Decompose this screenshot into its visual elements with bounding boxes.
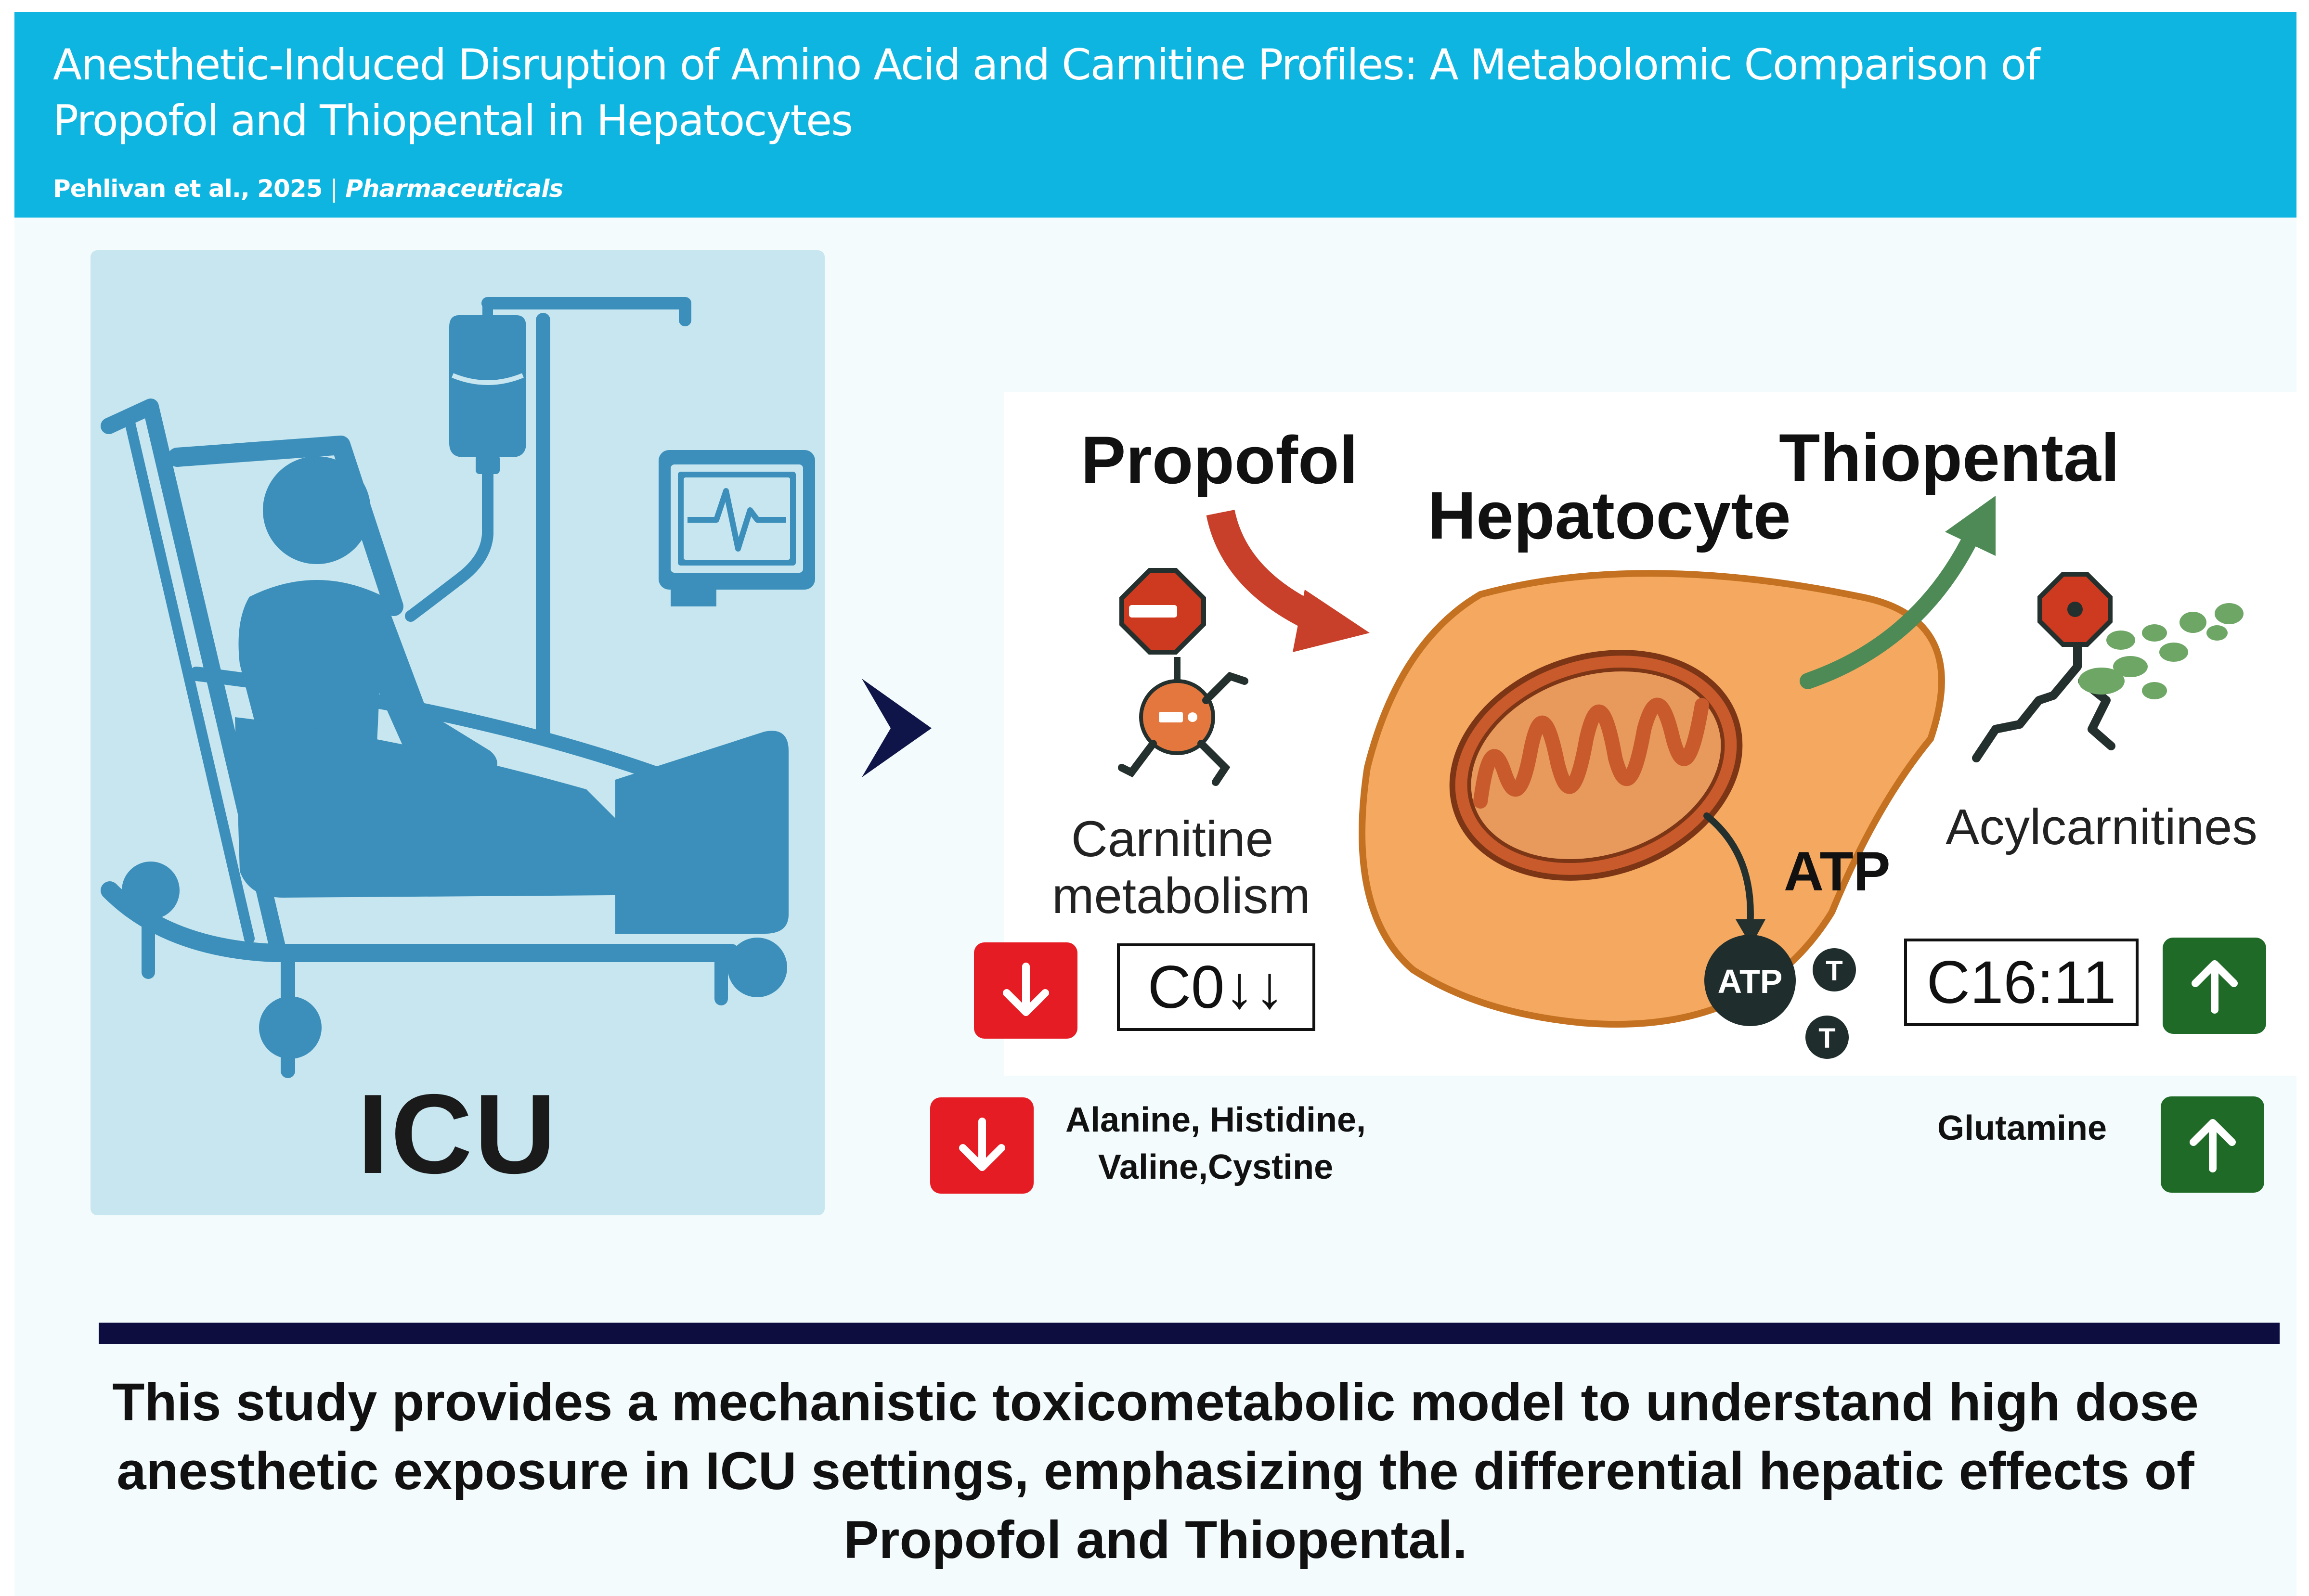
down-arrow-icon [959, 1118, 1005, 1171]
thiopental-label: Thiopental [1779, 420, 2120, 495]
c16-value-box: C16:11 [1904, 939, 2139, 1026]
acylcarnitines-label: Acylcarnitines [1946, 799, 2257, 855]
flow-arrow-icon [862, 679, 932, 777]
iv-pole-icon [481, 297, 691, 326]
carnitine-label-line2: metabolism [1052, 868, 1310, 924]
carnitine-label-line1: Carnitine [1071, 811, 1274, 867]
thiopental-arrow-icon [1800, 528, 1980, 689]
down-arrow-icon [1002, 963, 1049, 1016]
acylcarnitine-icon [1972, 603, 2244, 762]
c16-up-badge [2163, 938, 2266, 1034]
conclusion-text: This study provides a mechanistic toxico… [112, 1373, 2199, 1570]
decreased-amino-acids-line1: Alanine, Histidine, [1065, 1101, 1366, 1139]
c0-down-badge [974, 942, 1077, 1039]
icu-panel: ICU [91, 250, 825, 1215]
icu-label: ICU [357, 1070, 558, 1197]
citation-line: Pehlivan et al., 2025|Pharmaceuticals [53, 175, 563, 203]
header-banner: Anesthetic-Induced Disruption of Amino A… [14, 12, 2296, 218]
amino-acids-down-badge [930, 1097, 1034, 1194]
iv-tube-icon [405, 449, 493, 622]
citation-authors: Pehlivan et al., 2025 [53, 175, 323, 203]
journal-name: Pharmaceuticals [345, 175, 563, 203]
icu-bed-icon [101, 297, 815, 1078]
page-title: Anesthetic-Induced Disruption of Amino A… [53, 40, 2040, 145]
svg-text:T: T [1818, 1023, 1835, 1054]
mechanism-diagram: ATP T T [1118, 496, 2244, 1059]
atp-molecule-icon: ATP T T [1704, 935, 1856, 1059]
atp-arrow-icon [1703, 812, 1754, 930]
decreased-amino-acids: Alanine, Histidine, Valine,Cystine [1047, 1096, 1384, 1191]
blocked-carnitine-icon [1118, 657, 1248, 786]
increased-amino-acid: Glutamine [1937, 1109, 2107, 1147]
decreased-amino-acids-line2: Valine,Cystine [1098, 1148, 1334, 1186]
mitochondrion-icon [1449, 650, 1743, 881]
svg-text:T: T [1826, 955, 1842, 987]
svg-text:ATP: ATP [1718, 963, 1783, 1000]
glutamine-up-badge [2161, 1096, 2264, 1193]
up-arrow-icon [2189, 1119, 2236, 1172]
citation-separator: | [330, 175, 338, 203]
mechanism-panel: ATP T T Propofol Hepatocyte Thiopental C… [1004, 392, 2304, 1076]
atp-label: ATP [1784, 841, 1891, 902]
propofol-label: Propofol [1081, 422, 1358, 498]
c0-value-box: C0↓↓ [1117, 943, 1315, 1031]
up-arrow-icon [2191, 960, 2238, 1014]
section-divider [99, 1323, 2280, 1344]
stop-sign-icon [2037, 572, 2113, 647]
carnitine-metabolism-label: Carnitine metabolism [1052, 811, 1310, 925]
stop-sign-icon [1119, 568, 1206, 655]
iv-drip-icon [449, 315, 526, 457]
hepatocyte-label: Hepatocyte [1427, 477, 1791, 553]
